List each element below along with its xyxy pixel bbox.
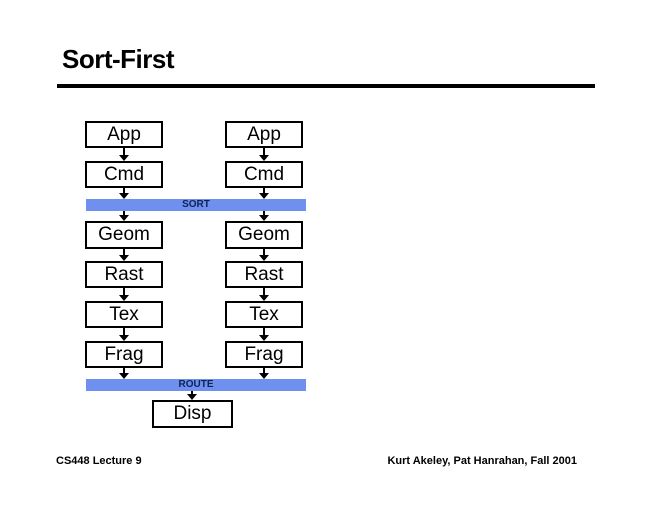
stage-box-app-right: App	[225, 121, 303, 148]
down-arrow-icon	[259, 288, 269, 301]
stage-box-rast-left: Rast	[85, 261, 163, 288]
down-arrow-icon	[259, 368, 269, 379]
slide-title: Sort-First	[62, 44, 175, 74]
footer-authors-label: Kurt Akeley, Pat Hanrahan, Fall 2001	[387, 455, 577, 467]
down-arrow-icon	[119, 211, 129, 221]
stage-box-cmd-left: Cmd	[85, 161, 163, 188]
stage-box-frag-left: Frag	[85, 341, 163, 368]
down-arrow-icon	[259, 148, 269, 161]
down-arrow-icon	[259, 188, 269, 199]
route-bar: ROUTE	[86, 379, 306, 391]
down-arrow-icon	[119, 288, 129, 301]
footer-course-label: CS448 Lecture 9	[56, 455, 142, 467]
stage-box-frag-right: Frag	[225, 341, 303, 368]
stage-box-geom-right: Geom	[225, 221, 303, 249]
down-arrow-icon	[119, 148, 129, 161]
sort-bar: SORT	[86, 199, 306, 211]
down-arrow-icon	[259, 249, 269, 261]
title-underline	[57, 84, 595, 88]
stage-box-tex-right: Tex	[225, 301, 303, 328]
stage-box-geom-left: Geom	[85, 221, 163, 249]
down-arrow-icon	[119, 328, 129, 341]
down-arrow-icon	[187, 391, 197, 400]
stage-box-disp: Disp	[152, 400, 233, 428]
stage-box-app-left: App	[85, 121, 163, 148]
down-arrow-icon	[259, 211, 269, 221]
stage-box-cmd-right: Cmd	[225, 161, 303, 188]
down-arrow-icon	[119, 368, 129, 379]
stage-box-rast-right: Rast	[225, 261, 303, 288]
down-arrow-icon	[259, 328, 269, 341]
down-arrow-icon	[119, 188, 129, 199]
down-arrow-icon	[119, 249, 129, 261]
stage-box-tex-left: Tex	[85, 301, 163, 328]
